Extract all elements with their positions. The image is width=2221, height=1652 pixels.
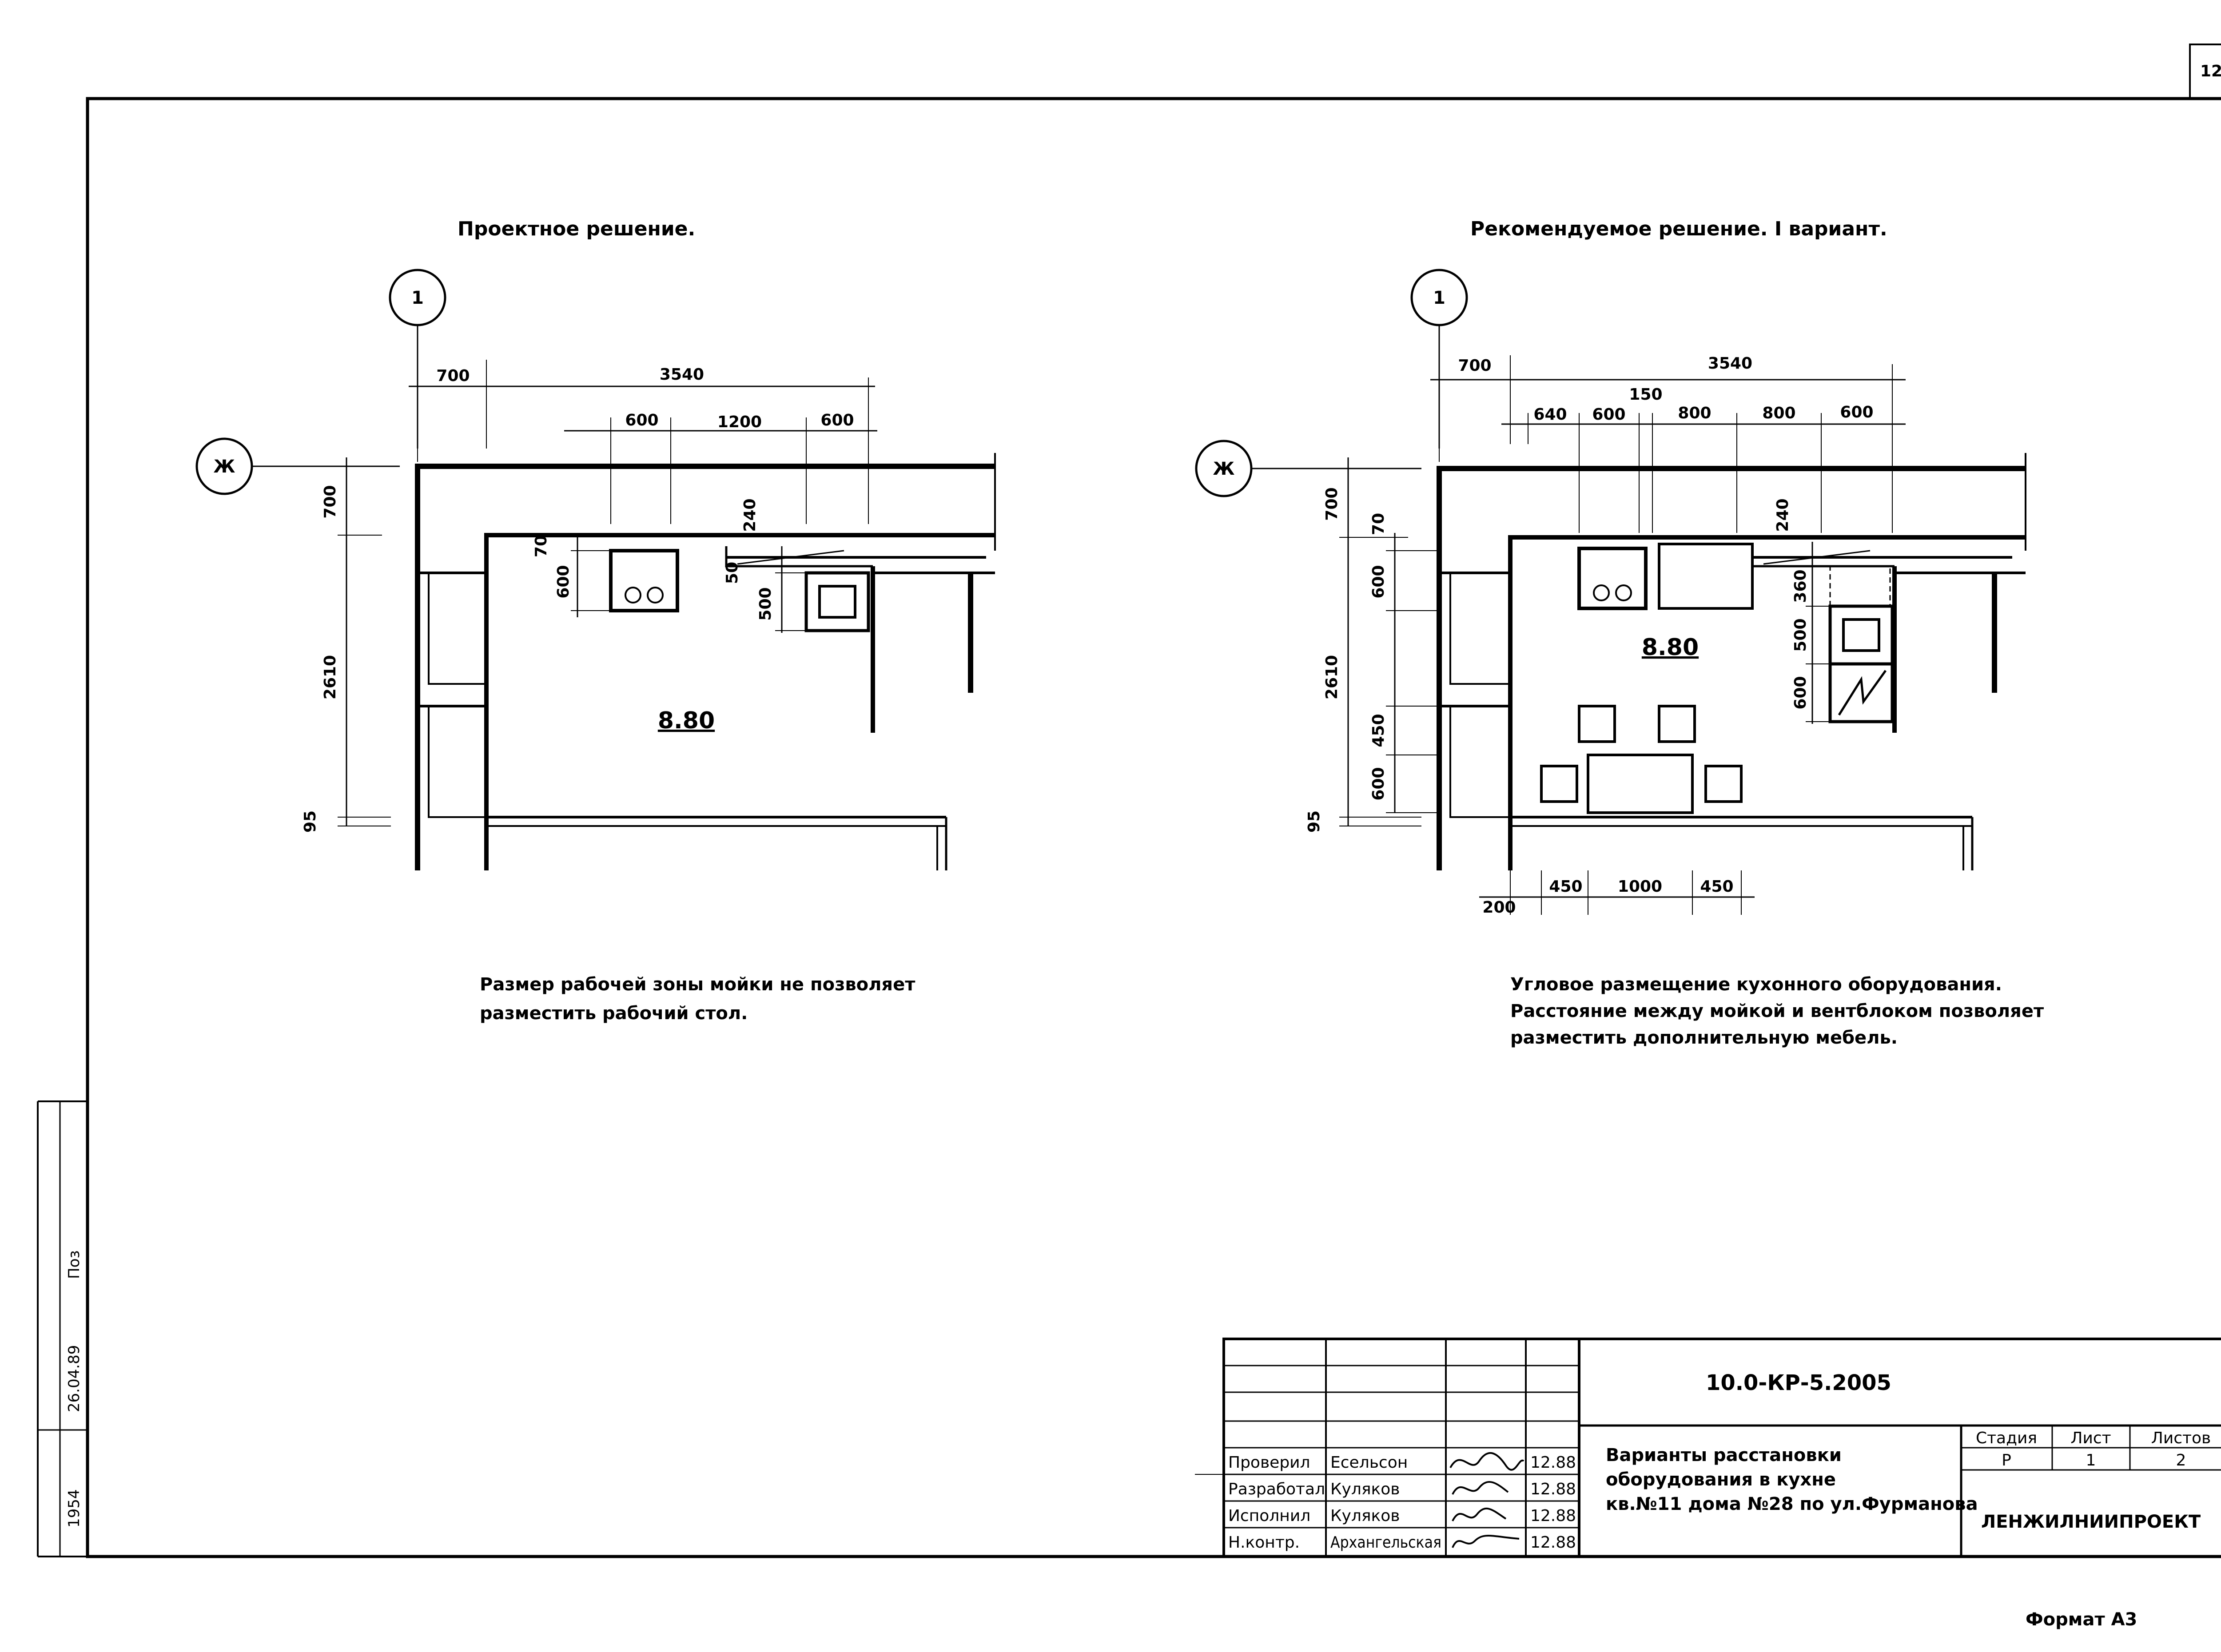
plan1-dim-600v: 600 — [554, 565, 573, 598]
sheet-frame — [37, 44, 2221, 1558]
plan2-dim-70: 70 — [1369, 513, 1388, 535]
sheets-value: 2 — [2176, 1451, 2186, 1469]
plan2-dim-600b: 600 — [1840, 403, 1873, 421]
plan1-heading: Проектное решение. — [458, 218, 695, 240]
plan2-dim-left-600a: 600 — [1369, 565, 1388, 598]
plan1-dim-3540: 3540 — [660, 365, 704, 384]
plan1-sink — [804, 571, 870, 632]
plan2-dim-1000: 1000 — [1618, 878, 1662, 896]
plan2-heading: Рекомендуемое решение. I вариант. — [1470, 218, 1887, 240]
stage-header-stage: Стадия — [1976, 1429, 2037, 1447]
sig-date-normcontrol: 12.88 — [1530, 1533, 1576, 1552]
plan-project-solution: Проектное решение. 1 Ж — [195, 218, 996, 1024]
left-strip-pos: Поз — [65, 1251, 83, 1279]
sig-role-normcontrol: Н.контр. — [1228, 1533, 1300, 1552]
plan1-dims-left — [338, 457, 806, 826]
plan2-dim-left-95: 95 — [1305, 810, 1323, 833]
drawing-title-line3: кв.№11 дома №28 по ул.Фурманова — [1606, 1494, 1978, 1514]
plan-recommended-solution: Рекомендуемое решение. I вариант. 1 Ж — [1195, 218, 2044, 1048]
plan2-dim-3540: 3540 — [1708, 354, 1752, 373]
plan1-note-line1: Размер рабочей зоны мойки не позволяет — [480, 974, 915, 995]
plan2-dim-450b: 450 — [1700, 878, 1733, 896]
plan1-dim-240: 240 — [741, 498, 759, 532]
plan2-cabinet — [1828, 662, 1894, 723]
plan1-dim-500: 500 — [756, 587, 775, 620]
plan2-dim-640: 640 — [1533, 405, 1567, 424]
plan2-dim-600a: 600 — [1592, 405, 1625, 424]
sig-role-executed: Исполнил — [1228, 1507, 1310, 1525]
plan2-dim-360: 360 — [1791, 569, 1810, 603]
title-block — [1195, 1338, 2221, 1558]
axis-label-zh: Ж — [214, 457, 235, 477]
plan1-dim-600b: 600 — [820, 411, 854, 429]
plan2-note-line1: Угловое размещение кухонного оборудовани… — [1510, 974, 2002, 995]
plan2-dining-set — [1540, 705, 1743, 814]
plan1-walls — [415, 453, 996, 870]
sig-name-developed: Куляков — [1330, 1480, 1400, 1498]
plan2-dim-800b: 800 — [1762, 404, 1795, 422]
axis-label-1: 1 — [411, 288, 424, 308]
sig-role-developed: Разработал — [1228, 1480, 1325, 1498]
plan1-dim-left-2610: 2610 — [321, 655, 339, 699]
stage-header-sheets: Листов — [2151, 1429, 2211, 1447]
plan2-dims-bottom — [1479, 870, 1755, 915]
plan2-stove — [1577, 547, 1648, 610]
plan2-dim-700: 700 — [1458, 357, 1491, 375]
sig-date-checked: 12.88 — [1530, 1453, 1576, 1472]
plan2-dim-left-600b: 600 — [1369, 767, 1388, 800]
page-number: 12 — [2200, 62, 2221, 80]
left-strip-date: 26.04.89 — [65, 1345, 83, 1412]
left-strip-number: 1954 — [65, 1489, 83, 1528]
drawing-title-line2: оборудования в кухне — [1606, 1469, 1836, 1490]
plan1-dim-left-95: 95 — [301, 810, 319, 833]
organization-name: ЛЕНЖИЛНИИПРОЕКТ — [1981, 1512, 2201, 1532]
stage-value: Р — [2002, 1451, 2011, 1469]
axis-label-zhb: Ж — [1213, 459, 1235, 479]
format-label: Формат А3 — [2026, 1609, 2137, 1630]
plan2-dims-left — [1339, 457, 1830, 826]
plan2-walls — [1437, 453, 2026, 870]
drawing-code: 10.0-КР-5.2005 — [1706, 1370, 1891, 1395]
sheet-value: 1 — [2086, 1451, 2096, 1469]
plan1-stove — [609, 549, 679, 612]
plan2-note-line3: разместить дополнительную мебель. — [1510, 1028, 1898, 1048]
sig-date-developed: 12.88 — [1530, 1480, 1576, 1498]
axis-label-1b: 1 — [1433, 288, 1445, 308]
plan2-dim-200: 200 — [1482, 898, 1516, 917]
plan2-worktop — [1658, 543, 1754, 610]
stage-header-sheet: Лист — [2070, 1429, 2111, 1447]
plan1-dim-1200: 1200 — [717, 413, 762, 431]
plan2-dim-240: 240 — [1774, 498, 1792, 532]
plan1-dim-600a: 600 — [625, 411, 658, 429]
sig-name-normcontrol: Архангельская — [1330, 1533, 1441, 1552]
plan2-dim-left-2610: 2610 — [1323, 655, 1341, 699]
plan1-dims-top — [409, 360, 877, 524]
plan1-dim-50: 50 — [723, 562, 741, 584]
sig-name-executed: Куляков — [1330, 1507, 1400, 1525]
plan1-area: 8.80 — [658, 707, 715, 734]
plan2-dim-450a: 450 — [1549, 878, 1582, 896]
plan2-dims-top — [1430, 355, 1906, 533]
plan2-dim-left-700: 700 — [1323, 487, 1341, 520]
drawing-title-line1: Варианты расстановки — [1606, 1445, 1842, 1465]
plan2-sink — [1828, 604, 1894, 666]
plan1-dim-700: 700 — [436, 367, 470, 385]
plan2-area: 8.80 — [1642, 634, 1699, 661]
plan2-dim-600v: 600 — [1791, 676, 1810, 709]
signature-marks — [1449, 1452, 1524, 1548]
plan1-dim-left-700: 700 — [321, 485, 339, 518]
sig-role-checked: Проверил — [1228, 1453, 1310, 1472]
plan1-dim-70: 70 — [532, 535, 550, 557]
plan2-dim-800a: 800 — [1678, 404, 1711, 422]
plan2-dim-500: 500 — [1791, 618, 1810, 651]
plan1-note-line2: разместить рабочий стол. — [480, 1003, 748, 1024]
plan2-dim-left-450: 450 — [1369, 714, 1388, 747]
plan2-note-line2: Расстояние между мойкой и вентблоком поз… — [1510, 1001, 2044, 1021]
sig-name-checked: Есельсон — [1330, 1453, 1408, 1472]
plan2-dim-150: 150 — [1629, 385, 1662, 404]
sig-date-executed: 12.88 — [1530, 1507, 1576, 1525]
